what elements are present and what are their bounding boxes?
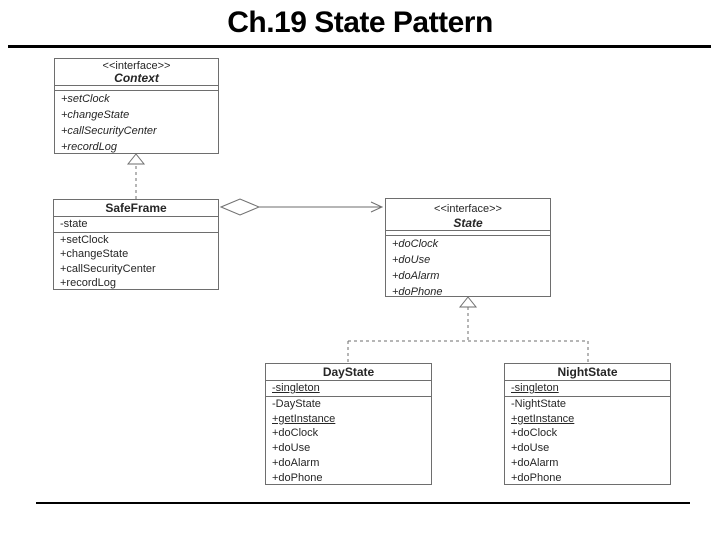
hollow-diamond-icon bbox=[219, 198, 261, 216]
method-row: +doClock bbox=[392, 238, 439, 250]
method-row: +callSecurityCenter bbox=[60, 262, 156, 275]
method-row: +doPhone bbox=[511, 471, 562, 484]
method-row: -DayState bbox=[272, 397, 321, 410]
method-row: +doClock bbox=[511, 427, 558, 440]
method-row: +changeState bbox=[61, 109, 130, 121]
edge-aggregation-safeframe-state bbox=[219, 198, 384, 216]
class-name: DayState bbox=[322, 365, 375, 379]
class-header: <<interface>> State bbox=[386, 199, 550, 231]
method-row: -NightState bbox=[511, 397, 567, 410]
uml-class-state: <<interface>> State +doClock +doUse +doA… bbox=[385, 198, 551, 297]
class-name: NightState bbox=[557, 365, 618, 379]
attributes-compartment: -state bbox=[54, 217, 218, 233]
methods-compartment: +doClock +doUse +doAlarm +doPhone bbox=[386, 236, 550, 297]
class-header: DayState bbox=[266, 364, 431, 381]
method-row: +setClock bbox=[60, 233, 109, 246]
methods-compartment: +setClock +changeState +callSecurityCent… bbox=[54, 233, 218, 290]
class-name: Context bbox=[114, 71, 159, 85]
method-row: +doUse bbox=[511, 442, 550, 455]
attributes-compartment-empty bbox=[386, 231, 550, 236]
uml-class-nightstate: NightState -singleton -NightState +getIn… bbox=[504, 363, 671, 485]
method-row: +doPhone bbox=[392, 286, 443, 297]
attribute-row: -singleton bbox=[272, 382, 320, 394]
attributes-compartment: -singleton bbox=[266, 381, 431, 397]
footer-rule bbox=[36, 502, 690, 504]
method-row: +doAlarm bbox=[392, 270, 440, 282]
open-arrow-icon bbox=[370, 201, 384, 213]
class-name: SafeFrame bbox=[105, 201, 167, 215]
attributes-compartment: -singleton bbox=[505, 381, 670, 397]
methods-compartment: -NightState +getInstance +doClock +doUse… bbox=[505, 397, 670, 484]
attributes-compartment-empty bbox=[55, 86, 218, 91]
class-header: SafeFrame bbox=[54, 200, 218, 217]
class-header: <<interface>> Context bbox=[55, 59, 218, 86]
methods-compartment: -DayState +getInstance +doClock +doUse +… bbox=[266, 397, 431, 484]
method-row: +doUse bbox=[392, 254, 431, 266]
class-header: NightState bbox=[505, 364, 670, 381]
hollow-triangle-icon bbox=[458, 296, 478, 308]
method-row: +recordLog bbox=[61, 141, 117, 153]
method-row: +setClock bbox=[61, 93, 110, 105]
method-row: +getInstance bbox=[511, 412, 575, 425]
method-row: +changeState bbox=[60, 248, 129, 260]
edge-realization-safeframe-context bbox=[126, 153, 146, 199]
method-row: +doAlarm bbox=[272, 456, 320, 469]
attribute-row: -state bbox=[60, 218, 88, 230]
page-title: Ch.19 State Pattern bbox=[227, 6, 493, 39]
uml-class-daystate: DayState -singleton -DayState +getInstan… bbox=[265, 363, 432, 485]
methods-compartment: +setClock +changeState +callSecurityCent… bbox=[55, 91, 218, 153]
uml-class-safeframe: SafeFrame -state +setClock +changeState … bbox=[53, 199, 219, 290]
method-row: +doPhone bbox=[272, 471, 323, 484]
method-row: +getInstance bbox=[272, 412, 336, 425]
class-name: State bbox=[453, 216, 483, 230]
method-row: +doClock bbox=[272, 427, 319, 440]
header-rule bbox=[8, 45, 711, 48]
method-row: +callSecurityCenter bbox=[61, 125, 157, 137]
stereotype-label: <<interface>> bbox=[434, 203, 502, 215]
method-row: +recordLog bbox=[60, 277, 116, 289]
attribute-row: -singleton bbox=[511, 382, 559, 394]
stereotype-label: <<interface>> bbox=[102, 60, 171, 72]
method-row: +doAlarm bbox=[511, 456, 559, 469]
hollow-triangle-icon bbox=[126, 153, 146, 165]
uml-class-context: <<interface>> Context +setClock +changeS… bbox=[54, 58, 219, 154]
edge-realization-substates-state bbox=[347, 296, 589, 363]
method-row: +doUse bbox=[272, 442, 311, 455]
